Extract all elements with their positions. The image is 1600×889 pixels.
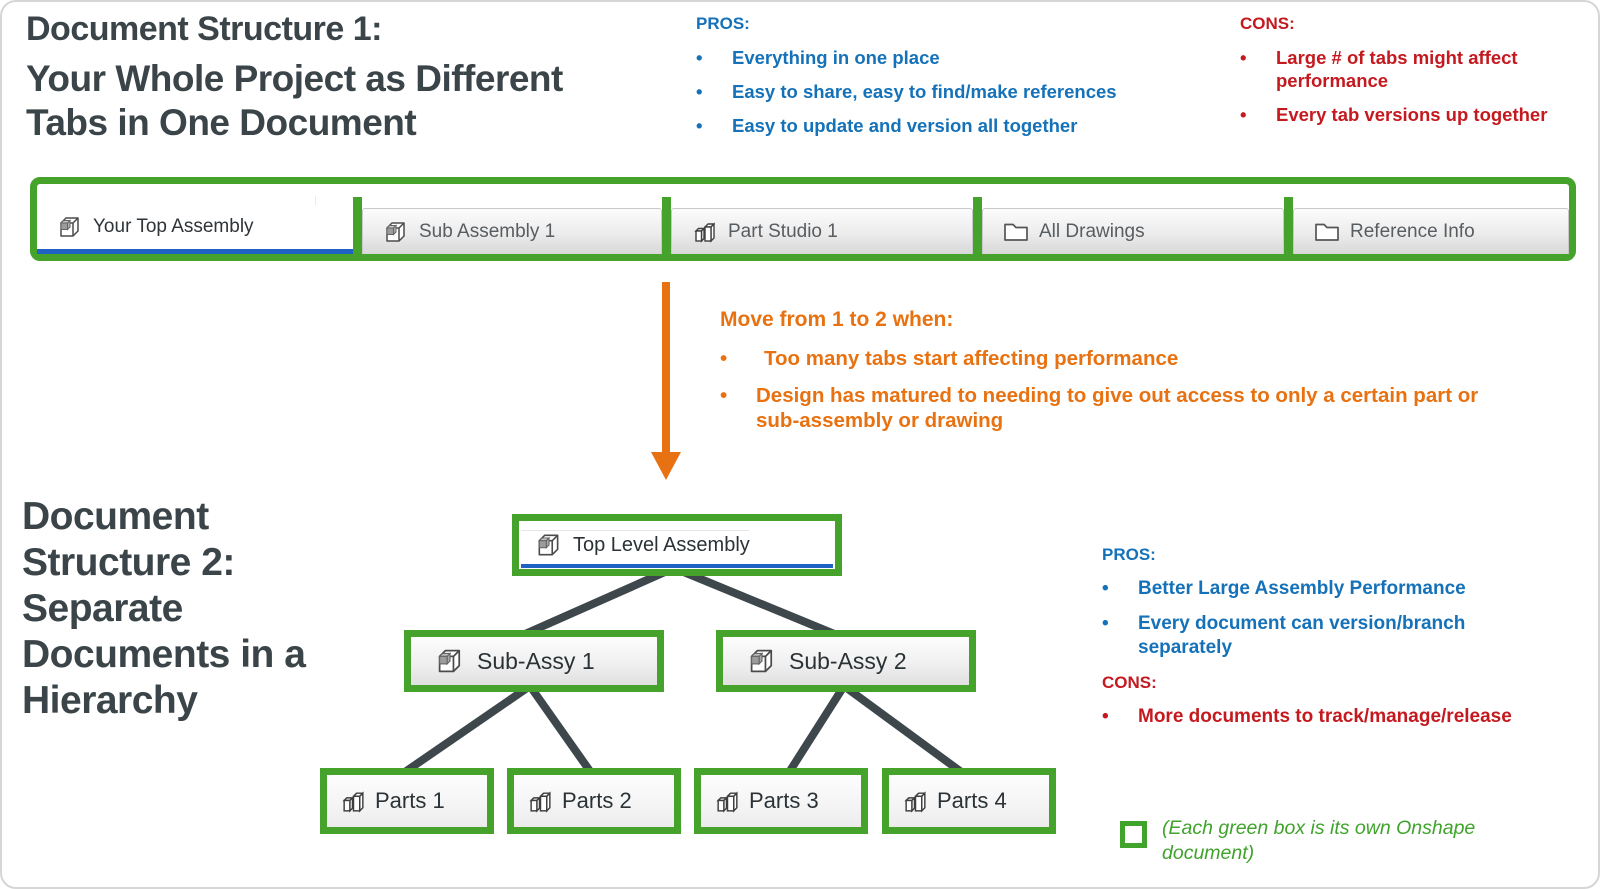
legend: (Each green box is its own Onshape docum… bbox=[1120, 816, 1507, 867]
list-item: •Too many tabs start affecting performan… bbox=[720, 347, 1179, 370]
parts-icon bbox=[529, 790, 551, 813]
legend-text: (Each green box is its own Onshape docum… bbox=[1162, 817, 1476, 865]
list-item: •Large # of tabs might affect performanc… bbox=[1240, 47, 1518, 92]
list-item: •Easy to share, easy to find/make refere… bbox=[696, 81, 1117, 103]
tab-label: Your Top Assembly bbox=[93, 216, 254, 237]
parts-icon bbox=[694, 221, 715, 243]
cons-heading: CONS: bbox=[1240, 14, 1295, 33]
assembly-icon bbox=[385, 221, 405, 242]
tab-label: Part Studio 1 bbox=[728, 220, 838, 242]
document-box-sub-assy-2[interactable]: Sub-Assy 2 bbox=[716, 630, 976, 692]
transition-heading: Move from 1 to 2 when: bbox=[720, 308, 954, 331]
assembly-icon bbox=[59, 217, 79, 237]
node-label: Parts 1 bbox=[375, 788, 445, 813]
tabs-row: Your Top Assembly Sub Assembly 1 bbox=[37, 197, 1569, 254]
tab-all-drawings[interactable]: All Drawings bbox=[982, 208, 1284, 254]
section2-pros-cons: PROS: •Better Large Assembly Performance… bbox=[1102, 545, 1592, 740]
tab-label: All Drawings bbox=[1039, 220, 1145, 242]
document-box-parts-4[interactable]: Parts 4 bbox=[882, 768, 1056, 834]
node-label: Top Level Assembly bbox=[573, 533, 750, 556]
list-item: •Easy to update and version all together bbox=[696, 115, 1078, 137]
list-item: •Everything in one place bbox=[696, 47, 940, 68]
tab-reference-info[interactable]: Reference Info bbox=[1293, 208, 1569, 254]
document-box-parts-1[interactable]: Parts 1 bbox=[320, 768, 494, 834]
assembly-icon bbox=[750, 649, 773, 673]
section2-title: Document Structure 2: Separate Documents… bbox=[22, 495, 306, 723]
tab-label: Sub Assembly 1 bbox=[419, 220, 556, 242]
folder-icon bbox=[1315, 223, 1339, 241]
tab-sub-assembly-1[interactable]: Sub Assembly 1 bbox=[362, 208, 662, 254]
tab-separator bbox=[1284, 197, 1293, 254]
green-box-swatch-icon bbox=[1120, 821, 1147, 848]
section1-title: Document Structure 1: Your Whole Project… bbox=[26, 10, 716, 146]
parts-icon bbox=[716, 790, 738, 813]
document-box-parts-2[interactable]: Parts 2 bbox=[507, 768, 681, 834]
list-item: •Every tab versions up together bbox=[1240, 104, 1548, 126]
parts-icon bbox=[342, 790, 364, 813]
tab-separator bbox=[353, 197, 362, 254]
down-arrow bbox=[651, 282, 681, 480]
assembly-icon bbox=[538, 534, 559, 556]
tab-part-studio-1[interactable]: Part Studio 1 bbox=[671, 208, 973, 254]
cons-heading: CONS: bbox=[1102, 673, 1157, 693]
list-item: •Design has matured to needing to give o… bbox=[720, 383, 1479, 433]
pros-heading: PROS: bbox=[696, 14, 750, 33]
document-box-top-level-assembly[interactable]: Top Level Assembly bbox=[512, 514, 842, 576]
pros-heading: PROS: bbox=[1102, 545, 1156, 564]
tab-label: Reference Info bbox=[1350, 220, 1475, 242]
document-box-sub-assy-1[interactable]: Sub-Assy 1 bbox=[404, 630, 664, 692]
node-label: Parts 3 bbox=[749, 788, 819, 813]
node-label: Sub-Assy 2 bbox=[789, 647, 907, 674]
node-label: Parts 2 bbox=[562, 788, 632, 813]
document-box-parts-3[interactable]: Parts 3 bbox=[694, 768, 868, 834]
folder-icon bbox=[1004, 223, 1028, 241]
tab-separator bbox=[662, 197, 671, 254]
transition-notes: Move from 1 to 2 when: •Too many tabs st… bbox=[720, 308, 1480, 445]
list-item: •Every document can version/branch separ… bbox=[1102, 612, 1466, 658]
section1-pros: PROS: •Everything in one place •Easy to … bbox=[696, 14, 1186, 148]
document-tab-bar: Your Top Assembly Sub Assembly 1 bbox=[30, 177, 1576, 261]
section1-cons: CONS: •Large # of tabs might affect perf… bbox=[1240, 14, 1585, 137]
section1-title-line1: Document Structure 1: bbox=[26, 10, 383, 48]
section1-title-line2: Your Whole Project as Different Tabs in … bbox=[26, 58, 563, 144]
parts-icon bbox=[904, 790, 926, 813]
list-item: •Better Large Assembly Performance bbox=[1102, 578, 1466, 599]
node-label: Sub-Assy 1 bbox=[477, 647, 595, 674]
node-label: Parts 4 bbox=[937, 788, 1007, 813]
tab-your-top-assembly[interactable]: Your Top Assembly bbox=[37, 205, 353, 254]
tab-separator bbox=[973, 197, 982, 254]
list-item: •More documents to track/manage/release bbox=[1102, 706, 1512, 728]
assembly-icon bbox=[438, 649, 461, 673]
